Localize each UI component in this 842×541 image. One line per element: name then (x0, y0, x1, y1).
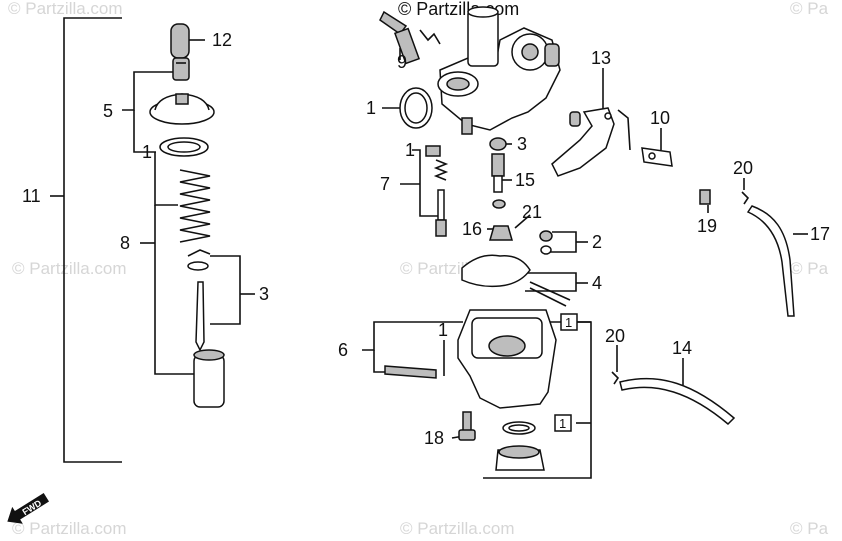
callout-14: 14 (672, 338, 692, 358)
callout-10: 10 (650, 108, 670, 128)
callout-1: 1 (438, 320, 448, 340)
callout-11: 11 (22, 186, 41, 206)
callout-5: 5 (103, 101, 113, 121)
callout-3: 3 (517, 134, 527, 154)
boxed-label: 1 (559, 416, 566, 431)
watermark: © Partzilla.com (12, 259, 127, 278)
callout-12: 12 (212, 30, 232, 50)
callout-6: 6 (338, 340, 348, 360)
callout-1: 1 (366, 98, 376, 118)
callout-17: 17 (810, 224, 830, 244)
watermark: © Pa (790, 519, 829, 538)
watermark: © Partzilla.com (8, 0, 123, 18)
callout-19: 19 (697, 216, 717, 236)
watermark: © Pa (790, 259, 829, 278)
callout-2: 2 (592, 232, 602, 252)
callout-1: 1 (142, 142, 152, 162)
callout-7: 7 (380, 174, 390, 194)
watermark-layer: © Partzilla.com © Pa © Partzilla.com © P… (8, 0, 829, 538)
callout-13: 13 (591, 48, 611, 68)
callout-4: 4 (592, 273, 602, 293)
throttle-slide-assembly (149, 23, 225, 408)
callout-1: 1 (405, 140, 415, 160)
boxed-callouts: 1 1 (554, 313, 578, 432)
callout-9: 9 (397, 52, 407, 72)
watermark: © Partzilla.com (400, 519, 515, 538)
boxed-label: 1 (565, 315, 572, 330)
watermark: © Pa (790, 0, 829, 18)
callout-16: 16 (462, 219, 482, 239)
assembly-11-bracket (50, 17, 122, 463)
callout-20: 20 (733, 158, 753, 178)
callout-15: 15 (515, 170, 535, 190)
callout-18: 18 (424, 428, 444, 448)
brand-logo-text: © Partzilla.com (398, 0, 519, 19)
callout-21: 21 (522, 202, 542, 222)
callout-20: 20 (605, 326, 625, 346)
callout-3: 3 (259, 284, 269, 304)
watermark: © Partzilla.com (12, 519, 127, 538)
carburetor-body-group (379, 6, 795, 471)
callout-8: 8 (120, 233, 130, 253)
callout-numbers: 12 5 1 11 8 3 9 1 1 3 7 15 16 21 2 4 6 1… (22, 30, 830, 448)
